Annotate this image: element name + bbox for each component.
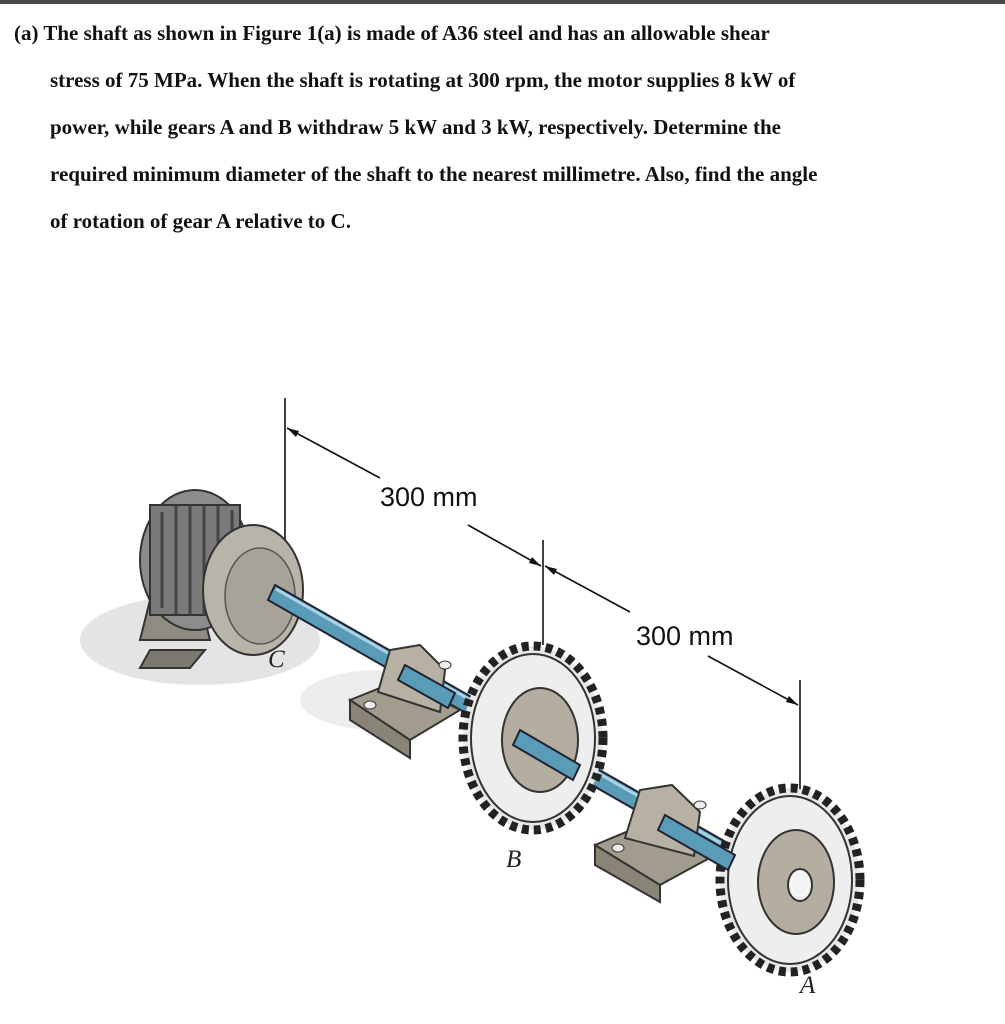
dimension-label-2: 300 mm: [636, 621, 734, 651]
problem-line-4: required minimum diameter of the shaft t…: [50, 162, 818, 186]
gear-a: [715, 783, 865, 977]
problem-line-1: (a) The shaft as shown in Figure 1(a) is…: [14, 21, 770, 45]
problem-line-3: power, while gears A and B withdraw 5 kW…: [50, 115, 781, 139]
problem-line-5: of rotation of gear A relative to C.: [50, 209, 351, 233]
label-a: A: [798, 972, 816, 999]
shaft-front-segments: [396, 663, 737, 872]
top-border: [0, 0, 1005, 4]
shaft-figure: 300 mm 300 mm: [80, 398, 865, 999]
label-c: C: [268, 646, 285, 673]
problem-line-2: stress of 75 MPa. When the shaft is rota…: [50, 68, 796, 92]
motor: [138, 489, 304, 669]
dimension-label-1: 300 mm: [380, 482, 478, 512]
problem-statement: (a) The shaft as shown in Figure 1(a) is…: [14, 10, 949, 245]
label-b: B: [506, 846, 521, 873]
dimension-lines: [284, 398, 801, 790]
dimension-arrows: [287, 428, 798, 705]
